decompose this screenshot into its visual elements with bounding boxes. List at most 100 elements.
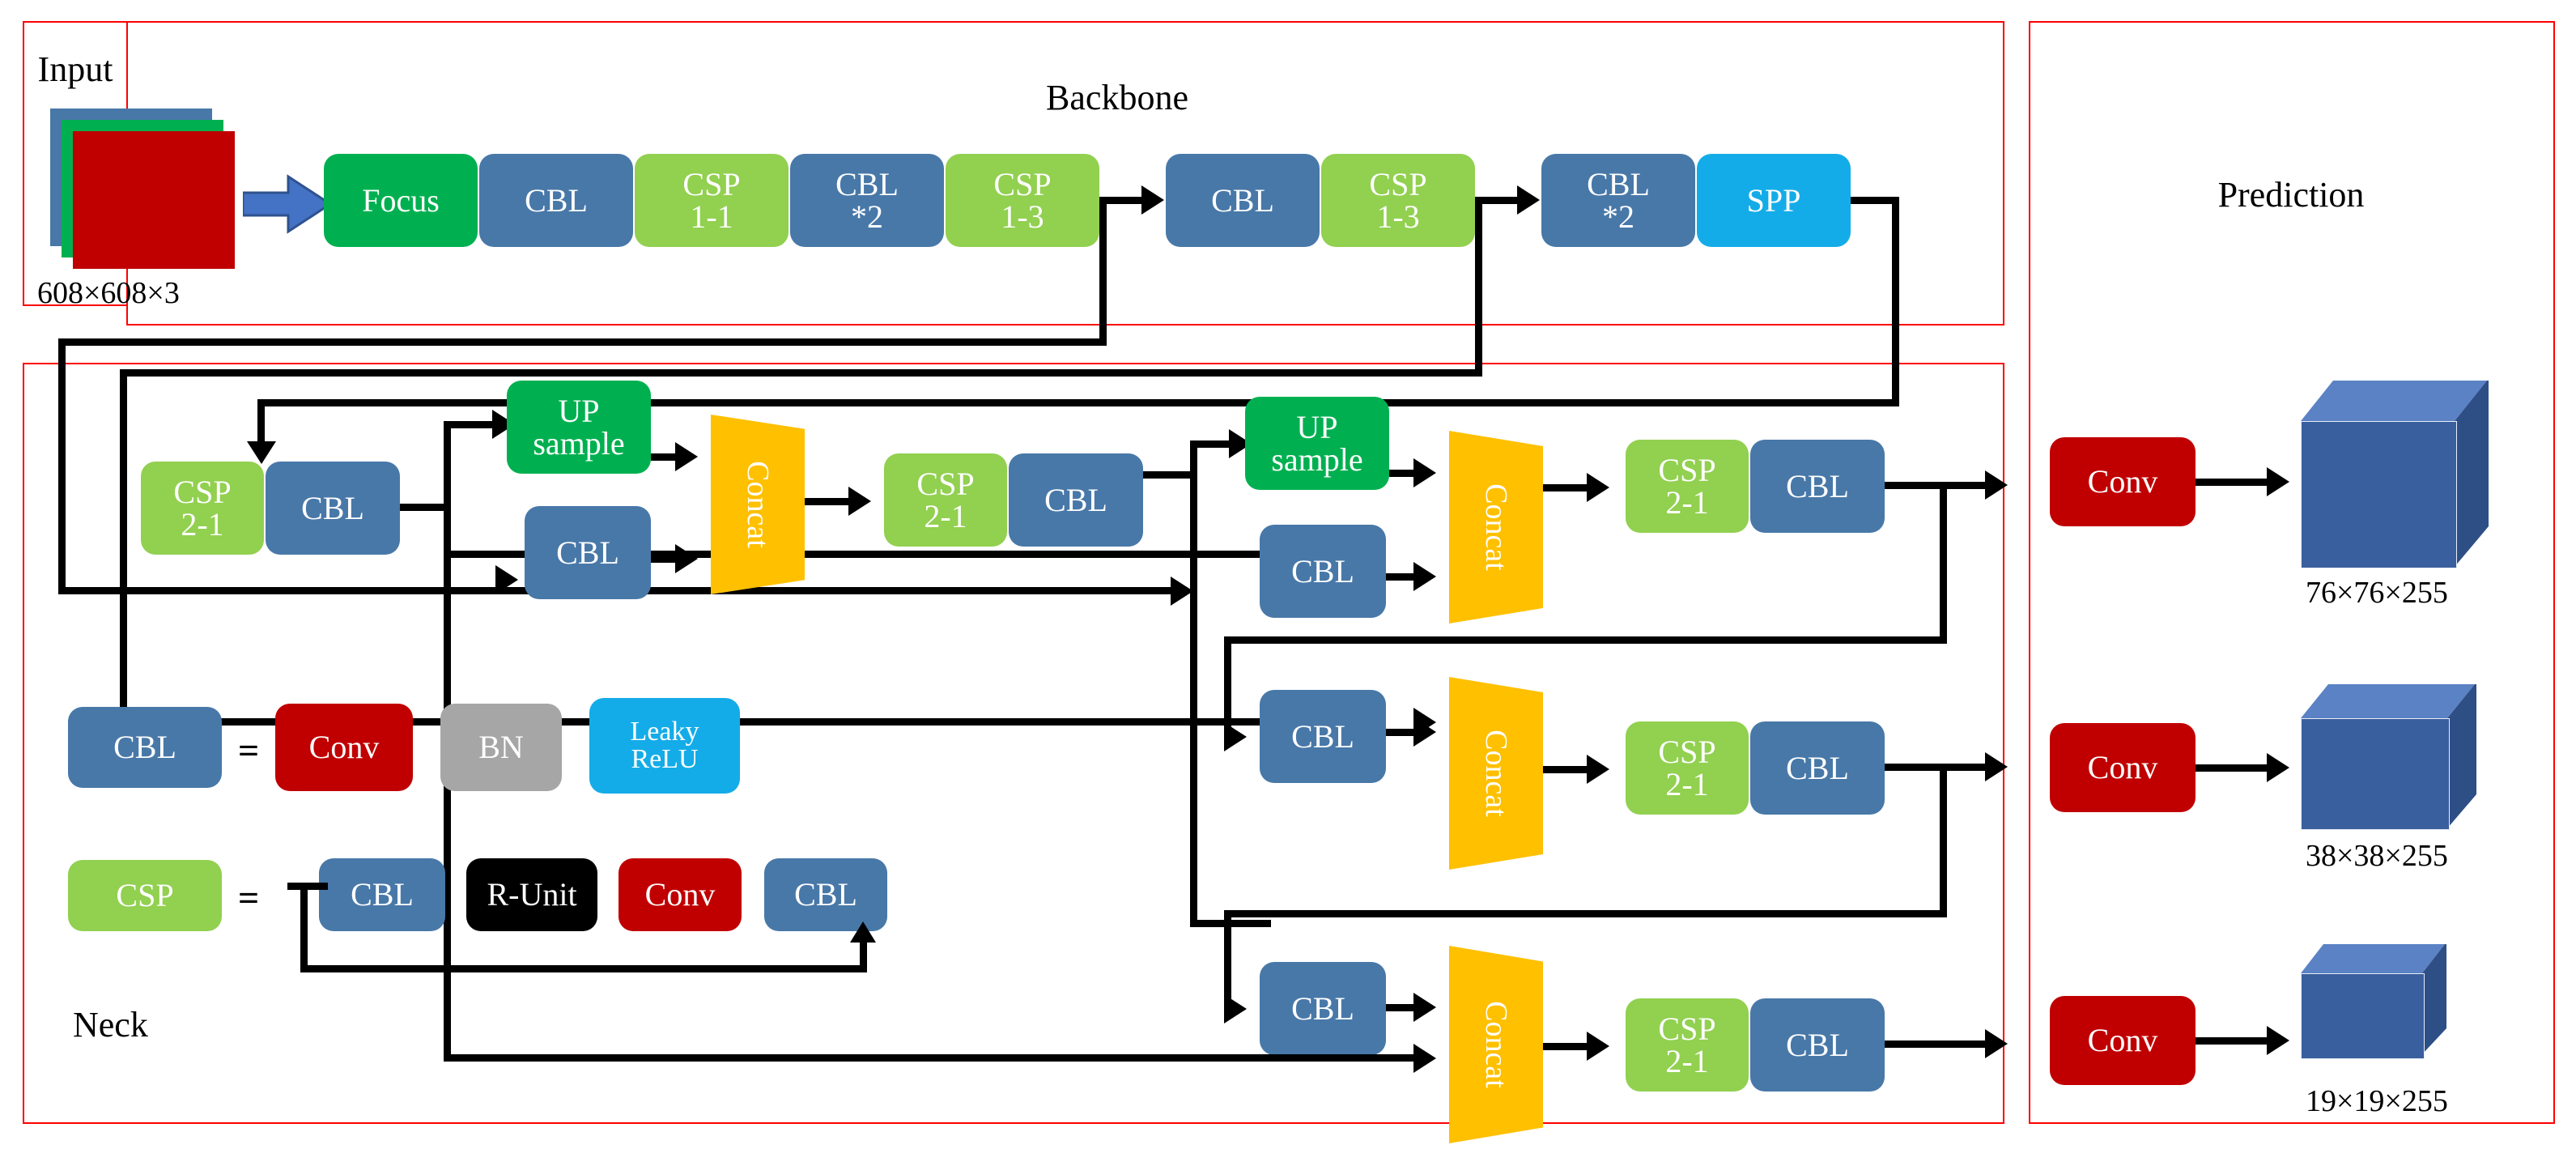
block-sublabel: 2-1 <box>181 505 224 543</box>
prediction-conv-2[interactable]: Conv <box>2050 723 2196 812</box>
prediction-conv-1[interactable]: Conv <box>2050 437 2196 526</box>
block-label: CBL <box>1211 181 1274 219</box>
block-label: UP <box>1296 408 1338 445</box>
concat1-out-arrow <box>848 487 871 516</box>
backbone-block-spp[interactable]: SPP <box>1697 154 1851 247</box>
bottom-feed-arrow <box>1413 1044 1436 1073</box>
cbl-c-bus-v <box>1190 440 1197 926</box>
skip-line-2-v2 <box>120 369 127 726</box>
legend-csp-cbl-1: CBL <box>319 858 445 931</box>
cbl-e-branch-v2 <box>1224 636 1231 734</box>
block-label: CBL <box>556 534 619 571</box>
block-label: CBL <box>301 489 364 526</box>
cube-front-face <box>2301 718 2450 830</box>
block-label: CBL <box>1291 989 1354 1027</box>
block-label: CSP <box>993 165 1052 202</box>
backbone-block-cbl-3[interactable]: CBL <box>1166 154 1320 247</box>
cube-front-face <box>2301 973 2425 1059</box>
bottom-feed-h <box>444 1054 1419 1062</box>
legend-part-label: Conv <box>644 876 716 913</box>
prediction-title: Prediction <box>2217 175 2365 215</box>
prediction-output-label-3: 19×19×255 <box>2306 1084 2448 1118</box>
neck-block-cbl-a[interactable]: CBL <box>266 462 400 555</box>
legend-cbl-equals: = <box>238 730 260 771</box>
cbl-i-head-arrow <box>1985 1029 2008 1058</box>
cblb-concat-arrow <box>675 544 698 573</box>
up2-to-concat <box>1389 470 1417 477</box>
cube-top-face <box>2301 381 2487 421</box>
backbone-block-cbl-1[interactable]: CBL <box>479 154 633 247</box>
block-label: CBL <box>1587 165 1650 202</box>
cblh-to-concat <box>1386 1004 1417 1011</box>
neck-concat-4[interactable]: Concat <box>1449 946 1543 1143</box>
prediction-cube-2 <box>2301 684 2503 830</box>
csp-legend-bottom-h <box>300 965 867 972</box>
neck-title: Neck <box>73 1005 148 1045</box>
block-sublabel: 2-1 <box>1665 483 1709 521</box>
prediction-output-label-2: 38×38×255 <box>2306 839 2448 873</box>
backbone-arrow-2 <box>1517 185 1540 215</box>
concat-label: Concat <box>1478 1001 1513 1088</box>
legend-part-label: BN <box>478 729 524 765</box>
neck-concat-2[interactable]: Concat <box>1449 431 1543 623</box>
cblh-concat-arrow <box>1413 993 1436 1022</box>
skip-line-2-v <box>1475 197 1482 375</box>
cbl-c-out-h <box>1143 471 1197 479</box>
neck-block-cbl-c[interactable]: CBL <box>1009 453 1143 547</box>
cbld-to-concat <box>1386 573 1417 581</box>
neck-block-cbl-b[interactable]: CBL <box>525 506 651 599</box>
backbone-block-cbl-4[interactable]: CBL*2 <box>1541 154 1695 247</box>
cbl-e-branch-v <box>1940 482 1947 644</box>
legend-cbl-conv: Conv <box>275 704 413 791</box>
concat2-out-arrow <box>1587 473 1609 502</box>
concat-label: Concat <box>740 461 775 548</box>
backbone-block-focus[interactable]: Focus <box>324 154 478 247</box>
backbone-block-cbl-2[interactable]: CBL*2 <box>790 154 944 247</box>
block-label: CBL <box>1786 749 1849 786</box>
block-sublabel: *2 <box>1601 198 1634 235</box>
neck-block-cbl-f[interactable]: CBL <box>1260 690 1386 783</box>
cbl-g-branch-v <box>1940 764 1947 917</box>
concat4-out-arrow <box>1587 1032 1609 1061</box>
block-label: CBL <box>1786 1026 1849 1063</box>
neck-block-cbl-i[interactable]: CBL <box>1750 998 1885 1092</box>
conv-label: Conv <box>2087 463 2158 500</box>
conv2-cube-arrow <box>2267 753 2289 782</box>
neck-concat-3[interactable]: Concat <box>1449 677 1543 870</box>
concat2-out <box>1543 484 1592 492</box>
neck-block-cbl-g[interactable]: CBL <box>1750 721 1885 815</box>
legend-part-label: Conv <box>308 729 380 765</box>
skip2-concat-arrow <box>1413 708 1436 737</box>
up1-to-concat <box>651 453 678 461</box>
cbl-g-branch-v2 <box>1224 910 1231 1006</box>
cbl-a-up-h <box>444 421 500 428</box>
legend-key-label: CBL <box>113 729 176 765</box>
block-label: CBL <box>1291 717 1354 755</box>
neck-block-cbl-d[interactable]: CBL <box>1260 525 1386 618</box>
conv1-cube-arrow <box>2267 467 2289 496</box>
neck-block-cbl-e[interactable]: CBL <box>1750 440 1885 533</box>
neck-concat-1[interactable]: Concat <box>711 415 805 594</box>
neck-block-cbl-h[interactable]: CBL <box>1260 962 1386 1055</box>
block-label: CBL <box>525 181 588 219</box>
prediction-conv-3[interactable]: Conv <box>2050 996 2196 1085</box>
cbl-a-down-h <box>444 551 1261 558</box>
skip-line-2-h <box>120 369 1482 377</box>
input-to-focus-arrow <box>241 172 333 240</box>
csp-legend-tap-v <box>300 883 308 972</box>
cbl-g-branch-h <box>1224 910 1947 917</box>
block-sublabel: sample <box>1271 440 1363 478</box>
concat1-out <box>805 498 853 505</box>
legend-csp-key: CSP <box>68 860 222 931</box>
